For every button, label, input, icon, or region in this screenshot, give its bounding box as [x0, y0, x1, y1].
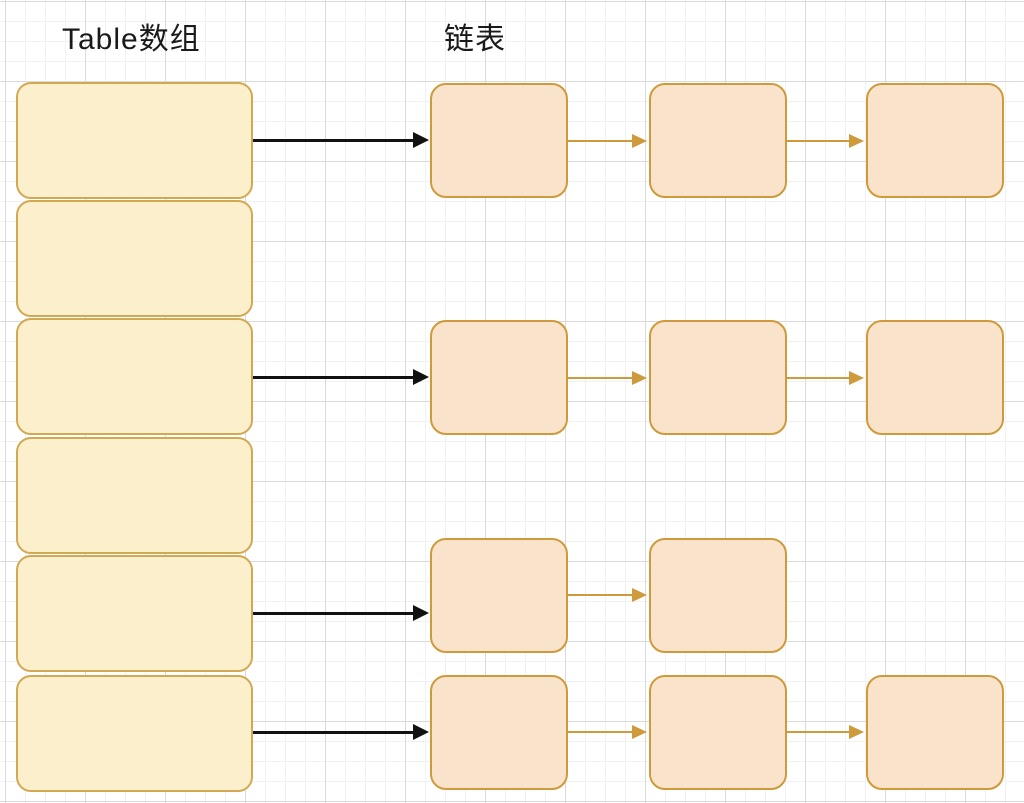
- link-arrow-1-1-line: [787, 377, 852, 379]
- table-array-label: Table数组: [62, 23, 201, 56]
- list-node-0-0: [430, 83, 568, 198]
- link-arrow-3-0-line: [568, 731, 635, 733]
- list-node-1-0: [430, 320, 568, 435]
- pointer-arrow-slot-5-head: [413, 724, 429, 740]
- link-arrow-3-0-head: [632, 725, 647, 739]
- link-arrow-3-1-line: [787, 731, 852, 733]
- list-node-1-1: [649, 320, 787, 435]
- list-node-3-2: [866, 675, 1004, 790]
- pointer-arrow-slot-2-head: [413, 369, 429, 385]
- pointer-arrow-slot-0-line: [253, 138, 416, 142]
- list-node-1-2: [866, 320, 1004, 435]
- link-arrow-0-0-line: [568, 140, 635, 142]
- list-node-2-0: [430, 538, 568, 653]
- link-arrow-1-0-head: [632, 371, 647, 385]
- pointer-arrow-slot-0-head: [413, 132, 429, 148]
- link-arrow-3-1-head: [849, 725, 864, 739]
- table-slot-5: [16, 675, 253, 792]
- table-slot-1: [16, 200, 253, 317]
- pointer-arrow-slot-4-line: [253, 611, 416, 615]
- table-slot-2: [16, 318, 253, 435]
- link-arrow-0-1-head: [849, 134, 864, 148]
- link-arrow-2-0-head: [632, 588, 647, 602]
- link-arrow-1-1-head: [849, 371, 864, 385]
- table-slot-4: [16, 555, 253, 672]
- linked-list-label: 链表: [444, 23, 506, 56]
- table-slot-3: [16, 437, 253, 554]
- list-node-2-1: [649, 538, 787, 653]
- table-slot-0: [16, 82, 253, 199]
- link-arrow-0-1-line: [787, 140, 852, 142]
- pointer-arrow-slot-5-line: [253, 730, 416, 734]
- link-arrow-2-0-line: [568, 594, 635, 596]
- pointer-arrow-slot-4-head: [413, 605, 429, 621]
- pointer-arrow-slot-2-line: [253, 375, 416, 379]
- list-node-3-1: [649, 675, 787, 790]
- link-arrow-0-0-head: [632, 134, 647, 148]
- list-node-3-0: [430, 675, 568, 790]
- list-node-0-1: [649, 83, 787, 198]
- list-node-0-2: [866, 83, 1004, 198]
- link-arrow-1-0-line: [568, 377, 635, 379]
